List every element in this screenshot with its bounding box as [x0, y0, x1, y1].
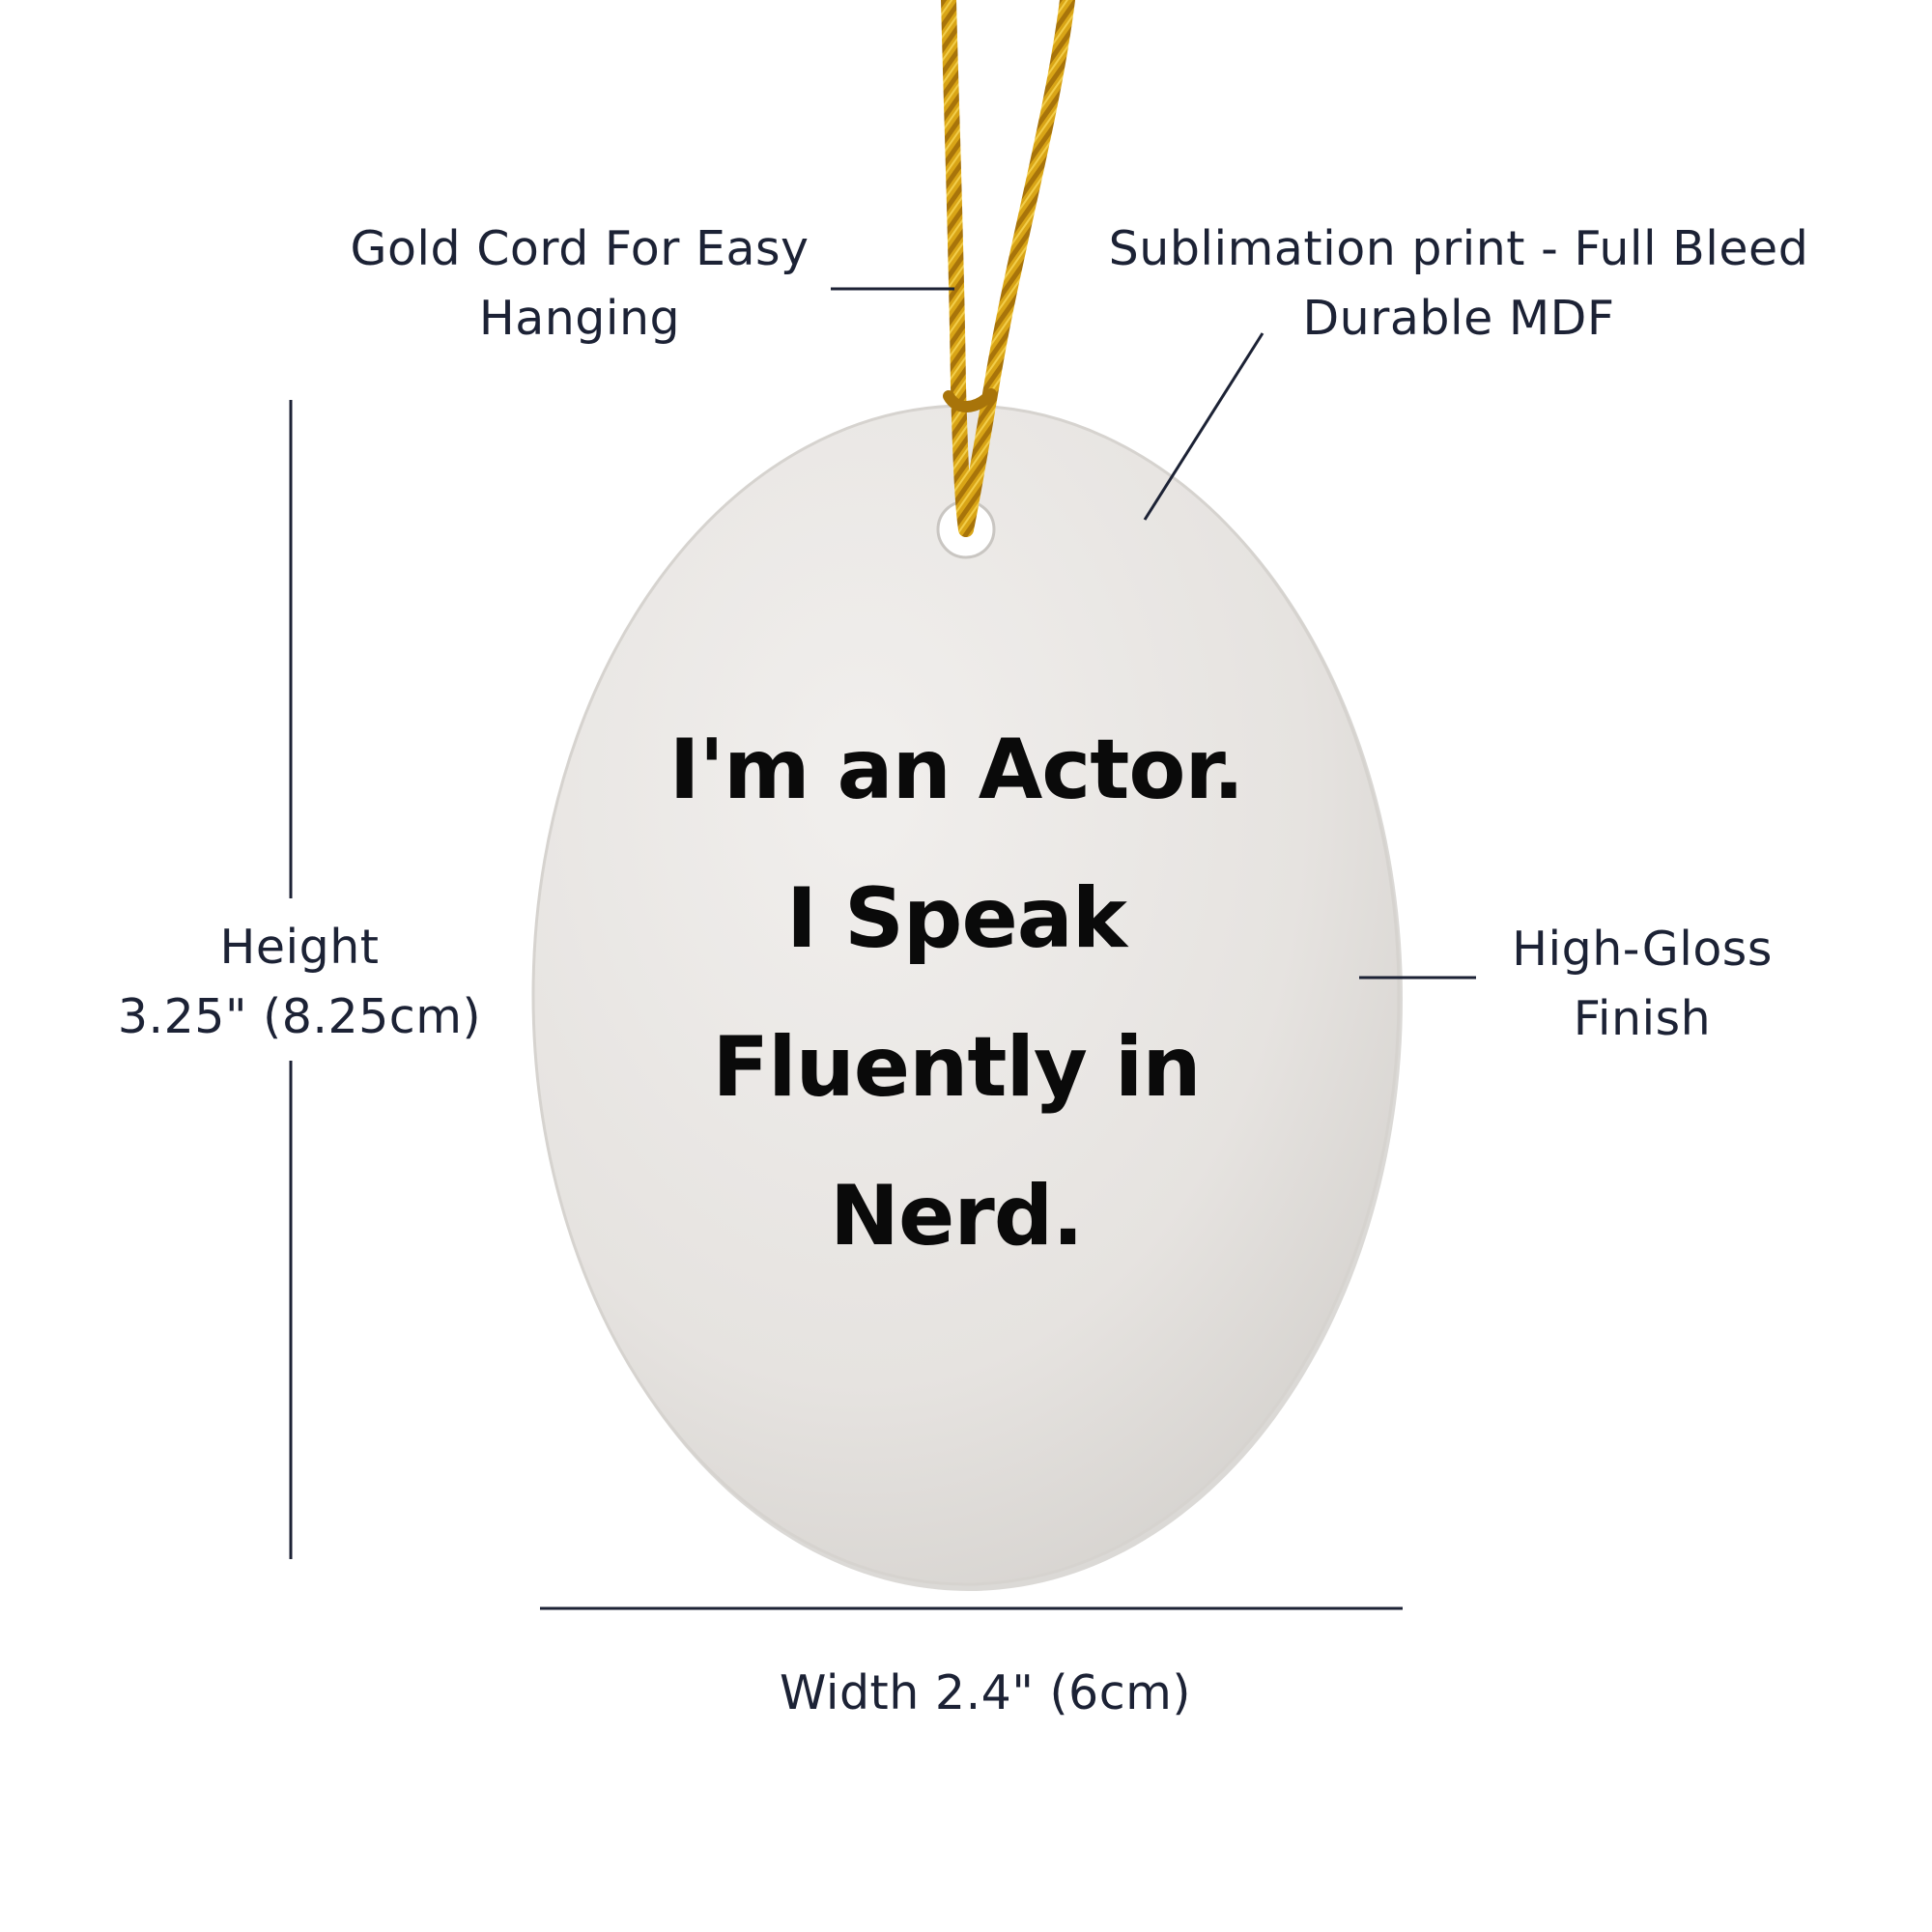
ornament-body [531, 404, 1403, 1591]
gloss-callout-line1: High-Gloss [1512, 922, 1773, 977]
width-dimension-label: Width 2.4" (6cm) [715, 1659, 1256, 1728]
cord-callout-label: Gold Cord For Easy Hanging [319, 214, 840, 354]
gloss-callout-line2: Finish [1573, 991, 1712, 1046]
print-leader-line [1143, 332, 1264, 521]
slogan-line: I'm an Actor. [668, 722, 1245, 818]
width-label-line1: Width 2.4" (6cm) [779, 1665, 1192, 1720]
slogan-line: I Speak [786, 870, 1127, 967]
slogan-line: Fluently in [712, 1019, 1201, 1116]
height-label-line1: Height [219, 920, 380, 975]
callout-lines [289, 287, 1476, 1610]
gloss-callout-label: High-Gloss Finish [1449, 915, 1835, 1054]
height-dimension-label: Height 3.25" (8.25cm) [87, 913, 512, 1052]
print-callout-line2: Durable MDF [1302, 291, 1615, 346]
ornament-slogan: I'm an Actor. I Speak Fluently in Nerd. [580, 696, 1333, 1291]
height-label-line2: 3.25" (8.25cm) [117, 989, 482, 1044]
print-callout-line1: Sublimation print - Full Bleed [1108, 221, 1809, 276]
slogan-line: Nerd. [830, 1168, 1084, 1264]
gold-cord [941, 0, 1075, 537]
cord-callout-line1: Gold Cord For Easy [350, 221, 810, 276]
cord-callout-line2: Hanging [478, 291, 681, 346]
print-callout-label: Sublimation print - Full Bleed Durable M… [1082, 214, 1835, 354]
